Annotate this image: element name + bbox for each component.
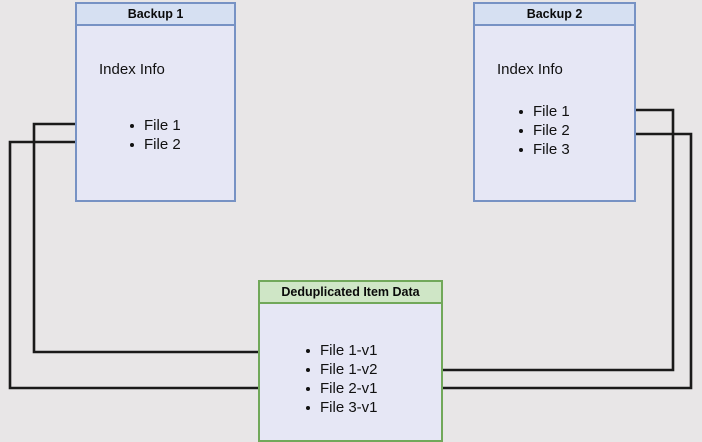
list-item[interactable]: File 3-v1	[304, 398, 378, 417]
backup-2-title: Backup 2	[475, 4, 634, 26]
deduplicated-item-data-box[interactable]: Deduplicated Item Data File 1-v1 File 1-…	[258, 280, 443, 442]
list-item[interactable]: File 2	[128, 135, 181, 154]
list-item[interactable]: File 3	[517, 140, 570, 159]
backup-1-index-label: Index Info	[99, 61, 165, 78]
backup-1-file-list: File 1 File 2	[128, 116, 181, 154]
deduplicated-item-data-title: Deduplicated Item Data	[260, 282, 441, 304]
list-item[interactable]: File 1-v2	[304, 360, 378, 379]
dedup-item-list: File 1-v1 File 1-v2 File 2-v1 File 3-v1	[304, 341, 378, 417]
backup-2-index-label: Index Info	[497, 61, 563, 78]
list-item[interactable]: File 1-v1	[304, 341, 378, 360]
backup-1-body: Index Info File 1 File 2	[77, 26, 234, 200]
backup-2-body: Index Info File 1 File 2 File 3	[475, 26, 634, 200]
backup-2-box[interactable]: Backup 2 Index Info File 1 File 2 File 3	[473, 2, 636, 202]
list-item[interactable]: File 2	[517, 121, 570, 140]
wire-backup1-file2-to-file2v1	[8, 140, 301, 392]
list-item[interactable]: File 1	[128, 116, 181, 135]
backup-1-title: Backup 1	[77, 4, 234, 26]
deduplicated-item-data-body: File 1-v1 File 1-v2 File 2-v1 File 3-v1	[260, 304, 441, 440]
backup-1-box[interactable]: Backup 1 Index Info File 1 File 2	[75, 2, 236, 202]
wire-backup2-file2-to-file2v1	[397, 132, 693, 392]
list-item[interactable]: File 1	[517, 102, 570, 121]
backup-2-file-list: File 1 File 2 File 3	[517, 102, 570, 159]
list-item[interactable]: File 2-v1	[304, 379, 378, 398]
